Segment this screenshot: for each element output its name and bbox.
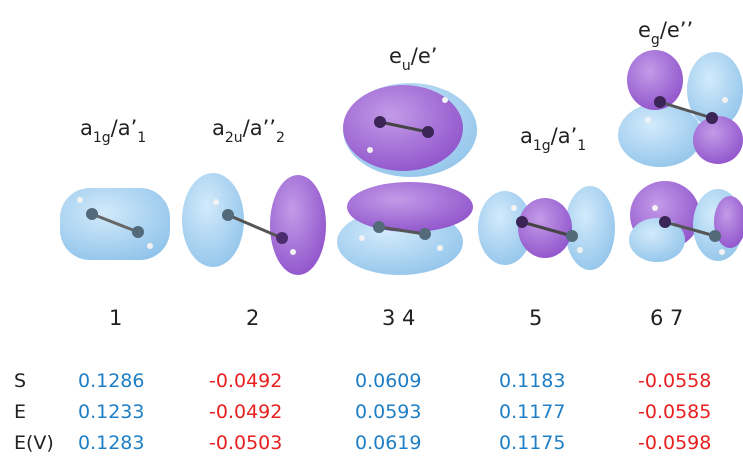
lobe-negative (627, 50, 683, 110)
value-ev-5: 0.1175 (499, 432, 566, 454)
atom-h (147, 243, 153, 249)
label-mid: /a’’ (242, 116, 276, 140)
atom-h (511, 205, 517, 211)
label-main: a (80, 116, 93, 140)
atom (659, 216, 671, 228)
orbital-index-2: 2 (246, 306, 260, 330)
value-ev-2: -0.0503 (209, 432, 283, 454)
value-ev-1: 0.1283 (78, 432, 145, 454)
symmetry-label-5: eg/e’’ (638, 18, 694, 49)
bond (664, 220, 716, 238)
atom (132, 226, 144, 238)
bond (378, 225, 426, 236)
lobe-negative (714, 196, 743, 248)
label-sub2: 1 (137, 130, 147, 147)
bond (227, 213, 283, 240)
label-main: e (389, 44, 402, 68)
value-ev-34: 0.0619 (355, 432, 422, 454)
row-label-s: S (14, 370, 27, 392)
atom (709, 230, 721, 242)
row-label-e: E (14, 401, 27, 423)
label-main: a (520, 124, 533, 148)
value-e-34: 0.0593 (355, 401, 422, 423)
label-sub: 1g (532, 138, 551, 155)
symmetry-label-1: a1g/a’1 (80, 116, 147, 147)
atom-h (645, 117, 651, 123)
row-label-ev: E(V) (14, 432, 54, 454)
atom-h (77, 197, 83, 203)
value-e-5: 0.1177 (499, 401, 566, 423)
atom (566, 230, 578, 242)
atom-h (290, 249, 296, 255)
atom-h (652, 205, 658, 211)
orbital-index-5: 5 (529, 306, 543, 330)
lobe-positive (182, 173, 244, 267)
label-sub: u (401, 58, 411, 75)
label-main: e (638, 18, 651, 42)
bond (379, 120, 429, 134)
bond (521, 220, 573, 238)
atom-h (359, 235, 365, 241)
orbital-index-34: 3 4 (382, 306, 416, 330)
lobe-positive (565, 186, 615, 270)
value-s-34: 0.0609 (355, 370, 422, 392)
orbital-67-image (618, 50, 743, 262)
atom-h (722, 97, 728, 103)
symmetry-label-2: a2u/a’’2 (212, 116, 285, 147)
symmetry-label-3: eu/e’ (389, 44, 438, 75)
orbital-5-image (478, 186, 615, 270)
label-mid: /a’ (550, 124, 578, 148)
atom (516, 216, 528, 228)
label-main: a (212, 116, 225, 140)
atom (654, 96, 666, 108)
value-ev-67: -0.0598 (638, 432, 712, 454)
orbital-2-image (182, 173, 326, 275)
atom (374, 116, 386, 128)
lobe-positive (478, 191, 532, 265)
lobe-negative (693, 116, 743, 164)
atom-h (577, 247, 583, 253)
value-s-1: 0.1286 (78, 370, 145, 392)
label-mid: /e’’ (659, 18, 694, 42)
orbital-34-image (337, 83, 477, 275)
label-sub2: 2 (275, 130, 285, 147)
bond (659, 100, 713, 120)
atom (422, 126, 434, 138)
lobe-positive (629, 218, 685, 262)
label-mid: /e’ (410, 44, 438, 68)
label-sub: 2u (224, 130, 243, 147)
value-s-2: -0.0492 (209, 370, 283, 392)
label-sub: 1g (92, 130, 111, 147)
symmetry-label-4: a1g/a’1 (520, 124, 587, 155)
value-s-5: 0.1183 (499, 370, 566, 392)
atom (86, 208, 98, 220)
atom (373, 221, 385, 233)
atom-h (442, 97, 448, 103)
orbital-1-image (60, 188, 170, 260)
lobe-positive (618, 103, 702, 167)
bond (91, 212, 139, 234)
atom-h (437, 245, 443, 251)
atom-h (213, 199, 219, 205)
value-s-67: -0.0558 (638, 370, 712, 392)
orbital-index-67: 6 7 (650, 306, 684, 330)
atom (222, 209, 234, 221)
label-sub2: 1 (577, 138, 587, 155)
atom (706, 112, 718, 124)
lobe-negative (270, 175, 326, 275)
atom-h (367, 147, 373, 153)
atom (419, 228, 431, 240)
value-e-1: 0.1233 (78, 401, 145, 423)
value-e-67: -0.0585 (638, 401, 712, 423)
atom (276, 232, 288, 244)
label-mid: /a’ (110, 116, 138, 140)
atom-h (719, 249, 725, 255)
orbital-index-1: 1 (109, 306, 123, 330)
value-e-2: -0.0492 (209, 401, 283, 423)
label-sub: g (650, 32, 660, 49)
lobe-positive (687, 52, 743, 128)
lobe-negative (347, 182, 473, 232)
